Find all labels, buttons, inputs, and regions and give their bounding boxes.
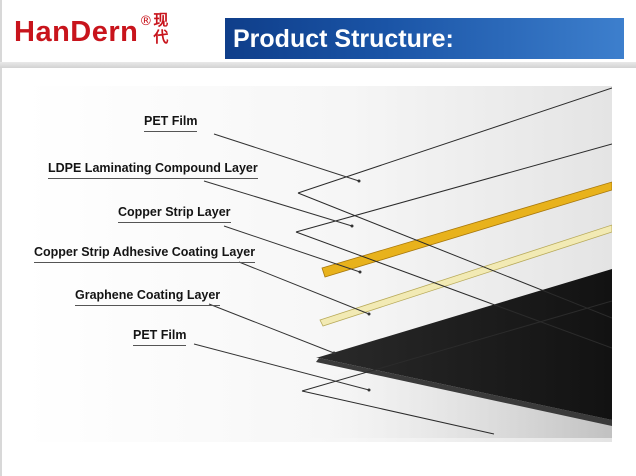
ldpe-layer-front-edge [295, 231, 612, 349]
callout-copper-strip [223, 225, 361, 273]
page-title: Product Structure: [233, 25, 454, 53]
callout-pet-film-bottom [193, 343, 370, 391]
label-pet-film-bottom: PET Film [133, 328, 187, 346]
pet-film-top-front-edge [297, 192, 612, 319]
label-graphene-coating: Graphene Coating Layer [75, 288, 221, 306]
title-divider [0, 62, 636, 68]
label-pet-film-top: PET Film [144, 114, 198, 132]
registered-mark: ® [139, 14, 153, 29]
logo-chinese-bottom: 代 [153, 28, 169, 46]
pet-film-bottom-back-edge [301, 300, 612, 392]
layer-illustration [24, 86, 612, 442]
logo-chinese-top: 现 [153, 11, 169, 29]
adhesive-coating-strip [319, 224, 612, 327]
callout-lines [193, 133, 370, 391]
callout-graphene [208, 303, 335, 354]
label-ldpe-laminating: LDPE Laminating Compound Layer [48, 161, 258, 179]
title-banner: Product Structure: [225, 18, 624, 59]
graphene-sheet [316, 269, 612, 420]
graphene-sheet-edge [316, 358, 612, 426]
copper-strip [321, 181, 612, 278]
handern-logo: HanDern ® 现 代 [14, 8, 168, 52]
ldpe-layer-back-edge [295, 143, 612, 233]
slide-frame-edge [0, 0, 2, 476]
label-adhesive-coating: Copper Strip Adhesive Coating Layer [34, 245, 256, 263]
callout-pet-film-top [213, 133, 360, 182]
logo-chinese-mark: 现 代 [153, 12, 168, 46]
callout-dots [332, 179, 371, 392]
pet-film-bottom-front-edge [301, 390, 495, 435]
product-structure-diagram: PET Film LDPE Laminating Compound Layer … [24, 86, 612, 442]
callout-adhesive [238, 261, 370, 315]
label-copper-strip: Copper Strip Layer [118, 205, 231, 223]
pet-film-top-edge [297, 87, 612, 194]
callout-ldpe [203, 180, 353, 227]
logo-text: HanDern [14, 16, 139, 48]
